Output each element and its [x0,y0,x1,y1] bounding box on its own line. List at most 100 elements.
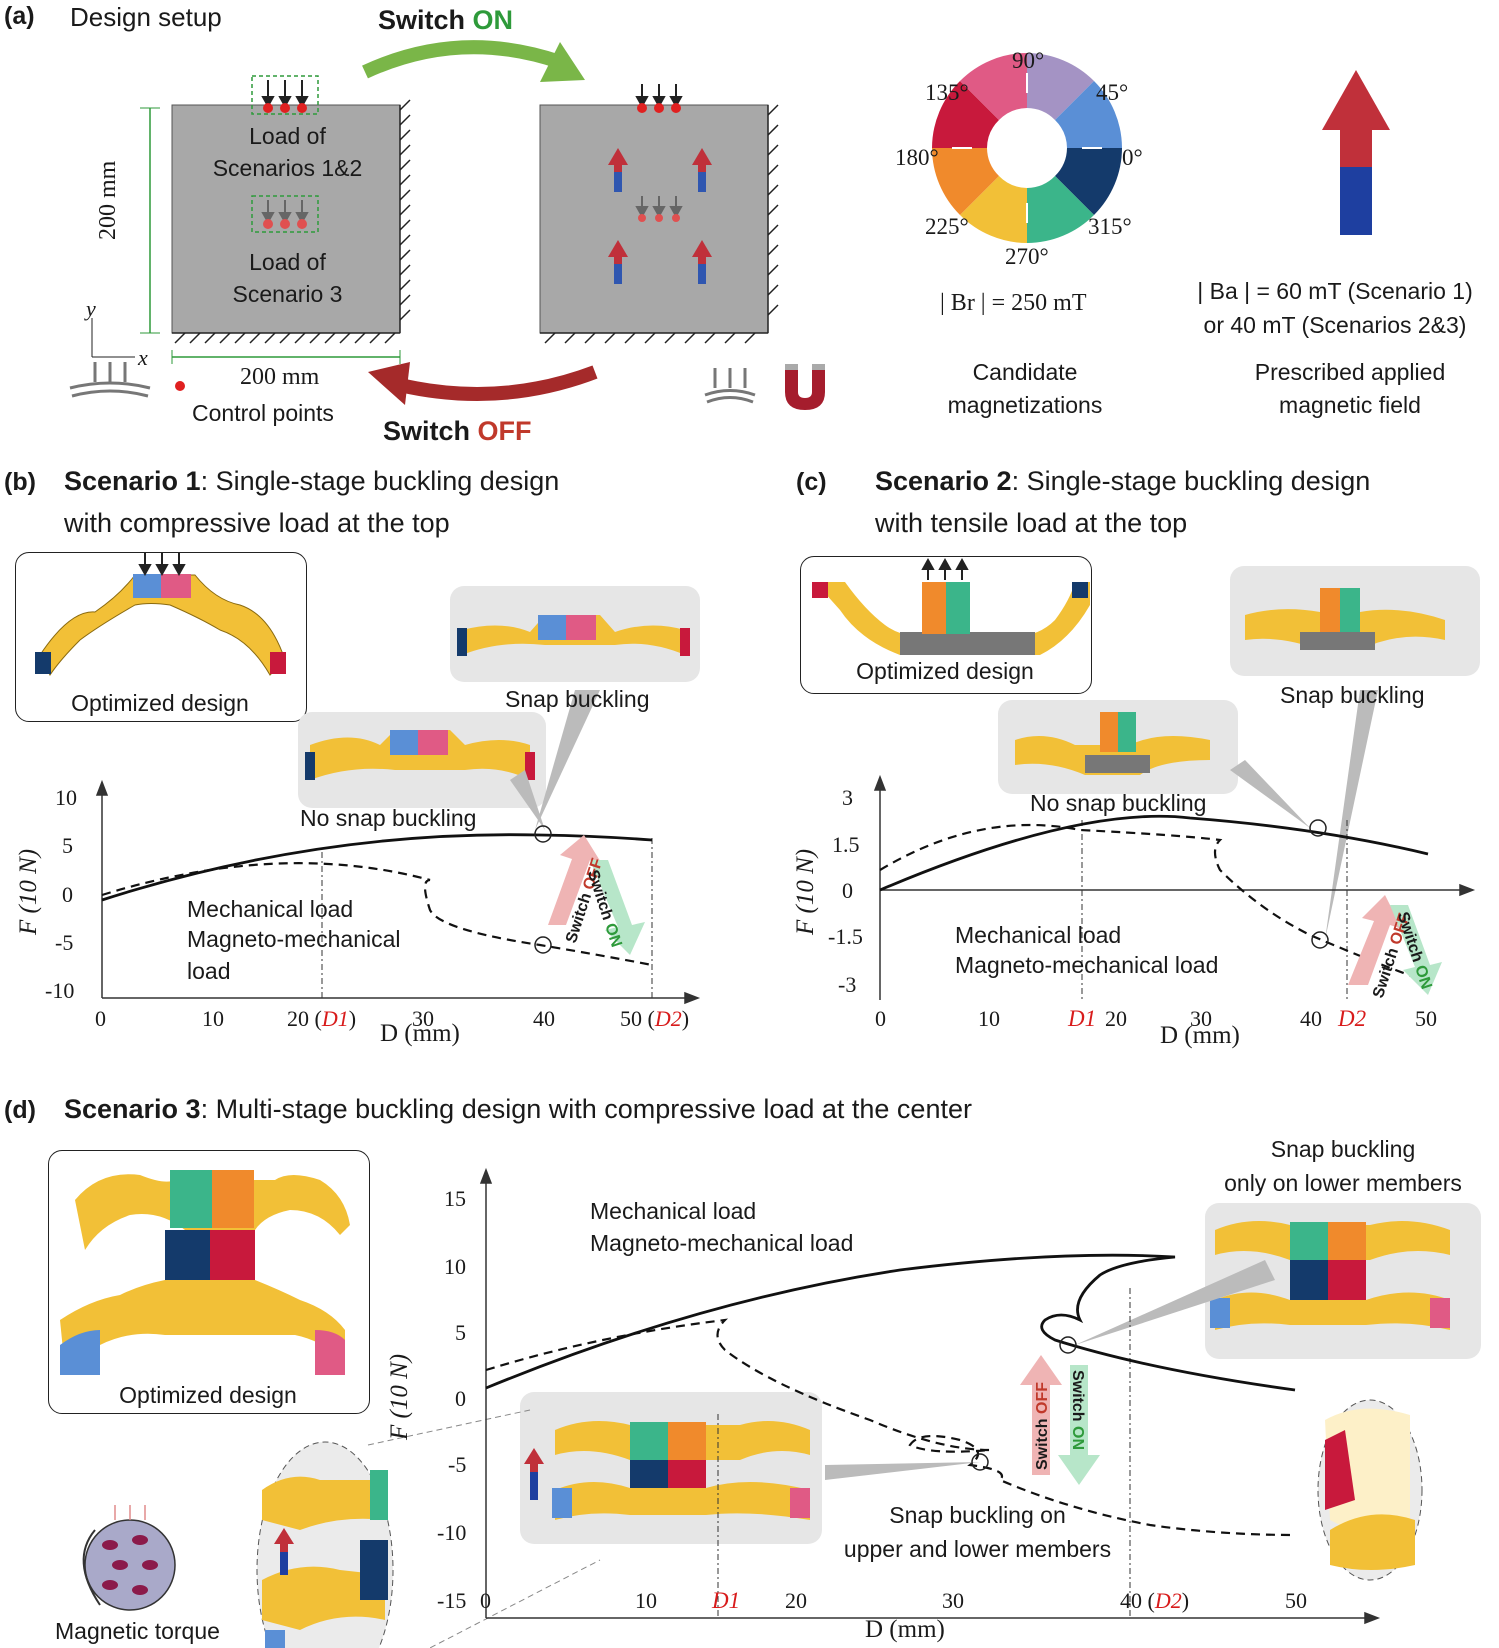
d-xlabel: D (mm) [865,1616,945,1643]
panel-d-letter: (d) [4,1096,36,1124]
angle-315: 315° [1088,214,1132,239]
angle-180: 180° [895,145,939,170]
angle-225: 225° [925,214,969,239]
b-xtick-30: 30 [412,1006,434,1031]
b-nosnap-label: No snap buckling [300,805,477,831]
c-snap-label: Snap buckling [1280,682,1425,708]
c-legend-mech: Mechanical load [955,922,1122,948]
b-ytick-m10: -10 [45,978,75,1003]
d-switch-on-label: Switch ON [1069,1370,1086,1451]
c-xtick-40: 40 [1300,1006,1322,1031]
d-magneto-curve [485,1318,1296,1537]
c-ytick-3: 3 [842,785,853,810]
magnetic-torque-label: Magnetic torque [55,1618,220,1644]
magnet-icon [785,370,825,410]
c-d1: D1 [1068,1006,1097,1031]
d-ytick-10: 10 [444,1254,466,1279]
br-label: | Br | = 250 mT [940,290,1087,316]
d-legend-magneto: Magneto-mechanical load [590,1230,854,1256]
applied-field-arrow [1322,70,1390,235]
d-xtick-20: 20 [785,1588,807,1613]
c-optimized-label: Optimized design [856,658,1034,684]
d-xtick-30: 30 [942,1588,964,1613]
axis-y-label: y [86,296,96,321]
b-ytick-0: 0 [62,882,73,907]
panel-c-letter: (c) [796,468,827,496]
b-xlabel: D (mm) [380,1020,460,1047]
width-dim: 200 mm [240,364,320,390]
d-switch-off-label: Switch OFF [1034,1381,1051,1470]
d-legend-mech: Mechanical load [590,1198,757,1224]
ba-label: | Ba | = 60 mT (Scenario 1)or 40 mT (Sce… [1197,278,1473,338]
panel-a-letter: (a) [4,2,35,30]
angle-135: 135° [925,80,969,105]
b-legend-magneto: Magneto-mechanical [187,926,401,952]
switch-on-label-a[interactable]: Switch ON [378,5,514,35]
c-ytick-0: 0 [842,878,853,903]
d-ylabel: F (10 N) [386,1353,413,1440]
d-xtick-10: 10 [635,1588,657,1613]
d-ytick-m5: -5 [448,1452,467,1477]
magnetization-wheel [932,53,1122,243]
b-xtick-40: 40 [533,1006,555,1031]
panel-b-title: Scenario 1: Single-stage buckling design [64,466,560,496]
d-xtick-50: 50 [1285,1588,1307,1613]
c-nosnap-label: No snap buckling [1030,790,1207,816]
c-xtick-10: 10 [978,1006,1000,1031]
magnetic-torque-icon [84,1519,176,1611]
b-ytick-5: 5 [62,833,73,858]
panel-b-title-line2: with compressive load at the top [64,508,450,538]
switch-off-arrow [398,365,598,401]
b-legend-mech: Mechanical load [187,896,354,922]
panel-c-title: Scenario 2: Single-stage buckling design [875,466,1371,496]
c-d2: D2 [1338,1006,1367,1031]
angle-90: 90° [1012,48,1045,73]
c-ytick-m15: -1.5 [828,924,863,949]
c-ytick-15: 1.5 [832,832,860,857]
b-magneto-curve [101,862,653,967]
axis-x-label: x [138,345,148,370]
d-ytick-15: 15 [444,1186,466,1211]
b-xtick-10: 10 [202,1006,224,1031]
b-xtick-20: 20 (D1) [287,1006,357,1031]
switch-off-label-a[interactable]: Switch OFF [383,416,532,446]
panel-a-title: Design setup [70,2,222,32]
b-ytick-10: 10 [55,785,77,810]
d-ytick-m15: -15 [437,1588,467,1613]
panel-b-letter: (b) [4,468,36,496]
b-ytick-m5: -5 [55,930,74,955]
d-ytick-0: 0 [455,1386,466,1411]
d-xtick-0: 0 [480,1588,491,1613]
control-points-label: Control points [192,400,334,426]
d-d1: D1 [712,1588,741,1613]
angle-45: 45° [1096,80,1129,105]
panel-d-title: Scenario 3: Multi-stage buckling design … [64,1094,972,1124]
c-xlabel: D (mm) [1160,1022,1240,1049]
d-mechanical-curve [485,1253,1296,1392]
c-xtick-30: 30 [1190,1006,1212,1031]
b-xtick-0: 0 [95,1006,106,1031]
c-xtick-50: 50 [1415,1006,1437,1031]
c-ytick-m3: -3 [838,972,857,997]
d-optimized-label: Optimized design [119,1382,297,1408]
d-xtick-40: 40 (D2) [1120,1588,1190,1613]
b-legend-magneto-2: load [187,958,231,984]
b-xtick-50: 50 (D2) [620,1006,690,1031]
panel-c-title-line2: with tensile load at the top [875,508,1188,538]
angle-0: 0° [1122,145,1143,170]
c-xtick-20: 20 [1105,1006,1127,1031]
d-ytick-m10: -10 [437,1520,467,1545]
c-xtick-0: 0 [875,1006,886,1031]
b-snap-label: Snap buckling [505,686,650,712]
b-optimized-label: Optimized design [71,690,249,716]
switch-on-arrow [362,40,563,79]
